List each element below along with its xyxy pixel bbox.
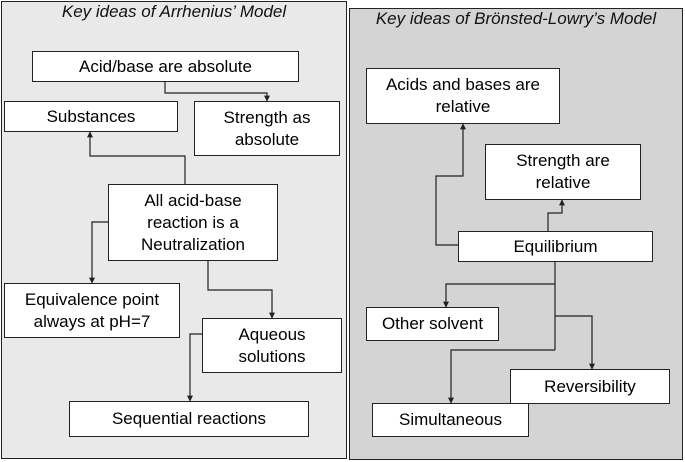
node-simultaneous: Simultaneous <box>372 403 529 437</box>
node-other-solvent: Other solvent <box>366 307 499 341</box>
arrow-neutralization-to-equivalence <box>89 221 108 284</box>
arrow-equilibrium-to-other-solvent <box>443 283 555 308</box>
arrow-equilibrium-to-acids-bases <box>435 123 466 246</box>
arrhenius-title: Key ideas of Arrhenius’ Model <box>61 2 287 21</box>
node-reversibility: Reversibility <box>510 369 670 404</box>
node-neutralization: All acid-base reaction is a Neutralizati… <box>108 184 278 261</box>
arrow-equilibrium-to-reversibility <box>555 315 595 370</box>
node-equivalence-point: Equivalence point always at pH=7 <box>4 283 180 338</box>
node-aqueous-solutions: Aqueous solutions <box>202 318 342 373</box>
arrow-absolute-to-strength <box>164 82 270 102</box>
node-strength-relative: Strength are relative <box>485 144 641 200</box>
arrow-neutralization-to-substances <box>87 131 186 184</box>
arrow-equilibrium-to-simultaneous <box>448 349 555 404</box>
node-strength-absolute: Strength as absolute <box>194 101 340 156</box>
node-sequential-reactions: Sequential reactions <box>69 401 309 437</box>
node-substances: Substances <box>4 101 178 132</box>
arrow-equilibrium-to-strength <box>547 199 565 231</box>
node-acid-base-absolute: Acid/base are absolute <box>32 51 299 82</box>
bronsted-title: Key ideas of Brönsted-Lowry’s Model <box>375 9 657 28</box>
node-acids-bases-relative: Acids and bases are relative <box>366 68 560 124</box>
arrow-neutralization-to-aqueous <box>207 261 275 319</box>
node-equilibrium: Equilibrium <box>458 231 653 262</box>
